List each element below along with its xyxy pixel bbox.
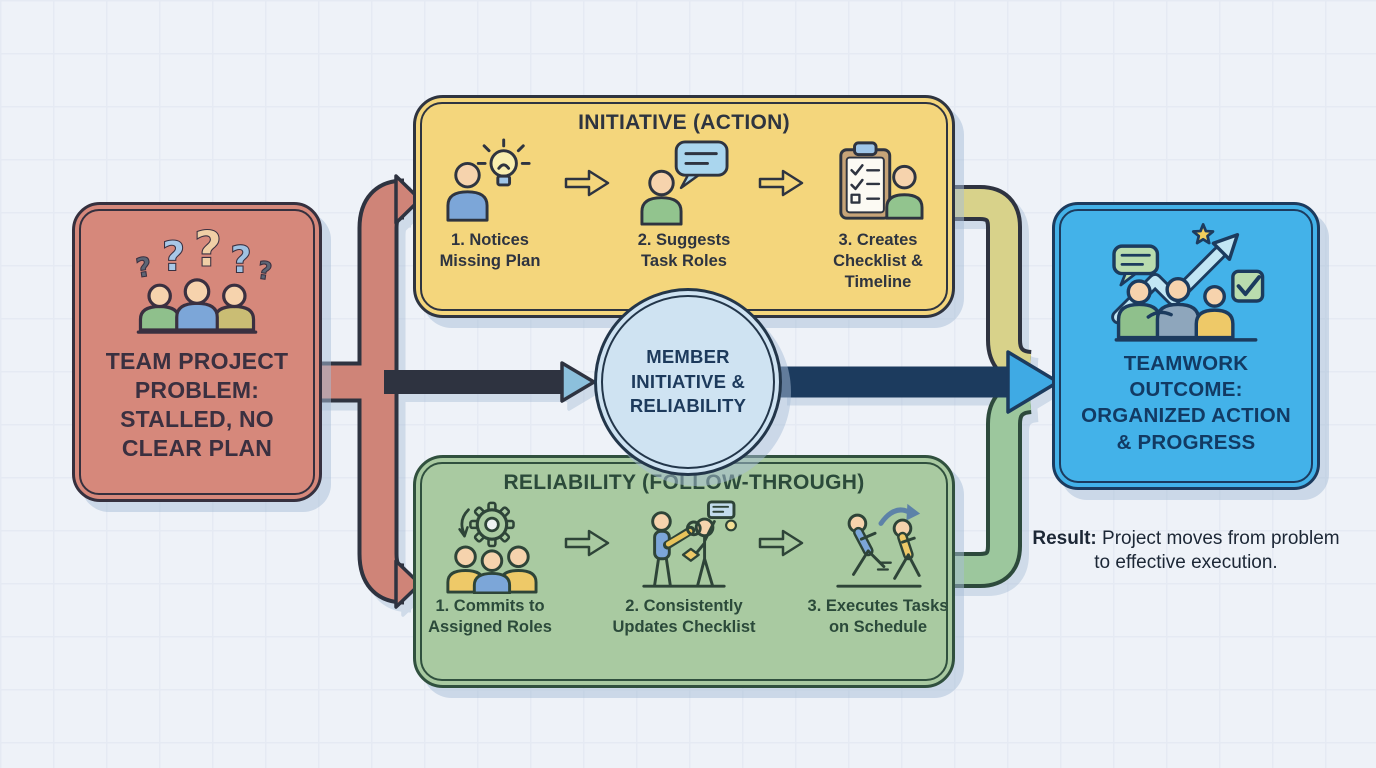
reliability-step-3: 3. Executes Tasks on Schedule <box>804 498 952 638</box>
reliability-box: RELIABILITY (FOLLOW-THROUGH) <box>413 455 955 688</box>
member-circle-label: MEMBER INITIATIVE & RELIABILITY <box>629 346 747 417</box>
svg-text:?: ? <box>256 255 274 286</box>
problem-to-member-arrow <box>384 361 596 403</box>
flow-arrow-icon <box>564 529 610 557</box>
flow-arrow-icon <box>758 169 804 197</box>
reliability-arrowhead <box>394 559 422 609</box>
initiative-step-1: 1. Notices Missing Plan <box>416 138 564 272</box>
outcome-box-title: TEAMWORK OUTCOME: ORGANIZED ACTION & PRO… <box>1081 352 1291 454</box>
person-lightbulb-icon <box>446 138 531 222</box>
executing-tasks-icon <box>836 503 922 588</box>
flow-arrow-icon <box>758 529 804 557</box>
flow-arrow-icon <box>564 169 610 197</box>
step-label: 3. Executes Tasks on Schedule <box>807 597 949 637</box>
svg-text:?: ? <box>230 237 252 281</box>
team-gear-icon <box>446 501 538 594</box>
svg-text:?: ? <box>134 252 154 285</box>
result-note-label: Result: <box>1032 528 1097 549</box>
initiative-step-2: 2. Suggests Task Roles <box>610 138 758 272</box>
member-circle: MEMBER INITIATIVE & RELIABILITY <box>594 288 782 476</box>
svg-text:?: ? <box>162 232 186 280</box>
initiative-step-3: 3. Creates Checklist & Timeline <box>804 138 952 293</box>
step-label: 2. Suggests Task Roles <box>637 231 731 271</box>
outcome-box: TEAMWORK OUTCOME: ORGANIZED ACTION & PRO… <box>1052 202 1320 490</box>
reliability-step-2: 2. Consistently Updates Checklist <box>610 498 758 638</box>
step-label: 2. Consistently Updates Checklist <box>612 597 756 637</box>
member-to-outcome-arrow <box>780 350 1060 414</box>
initiative-arrowhead <box>394 174 422 225</box>
initiative-pipe-connector <box>948 185 1033 386</box>
problem-branch-connector <box>314 174 422 609</box>
step-label: 1. Commits to Assigned Roles <box>428 597 552 637</box>
initiative-box: INITIATIVE (ACTION) 1. Notices Missi <box>413 95 955 318</box>
update-checklist-icon <box>642 500 737 588</box>
clipboard-checklist-icon <box>839 141 924 220</box>
problem-box-title: TEAM PROJECT PROBLEM: STALLED, NO CLEAR … <box>105 348 289 461</box>
result-note: Result: Project moves from problem to ef… <box>1028 527 1344 575</box>
reliability-box-title: RELIABILITY (FOLLOW-THROUGH) <box>503 471 865 494</box>
problem-box: ? ? ? ? ? TEAM PROJECT PROBLEM: STALLED,… <box>72 202 322 502</box>
result-note-text: Project moves from problem to effective … <box>1094 528 1340 573</box>
confused-team-icon: ? ? ? ? ? <box>134 221 274 334</box>
teamwork-growth-icon <box>1111 223 1265 342</box>
person-speech-bubble-icon <box>640 140 729 226</box>
step-label: 1. Notices Missing Plan <box>439 231 541 271</box>
reliability-step-1: 1. Commits to Assigned Roles <box>416 498 564 638</box>
initiative-box-title: INITIATIVE (ACTION) <box>578 111 790 134</box>
svg-text:?: ? <box>194 221 222 278</box>
reliability-pipe-connector <box>948 378 1033 588</box>
step-label: 3. Creates Checklist & Timeline <box>833 231 923 292</box>
